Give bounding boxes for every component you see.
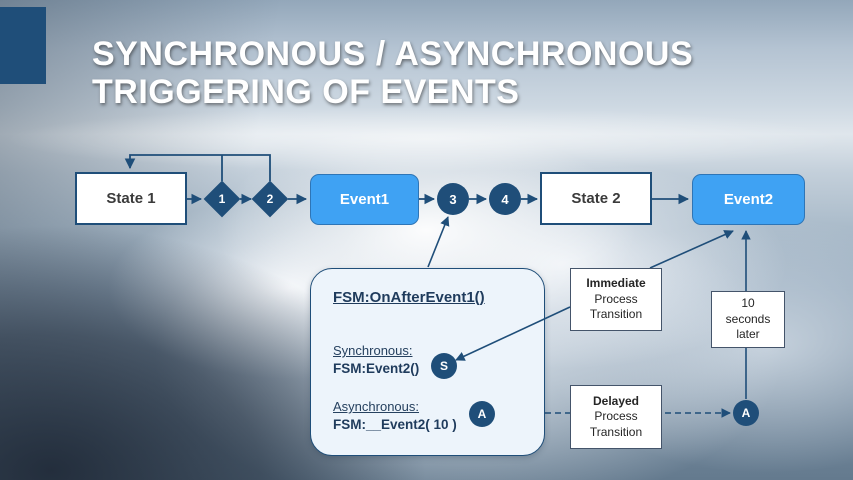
fsm-callout: FSM:OnAfterEvent1() Synchronous: FSM:Eve… xyxy=(310,268,545,456)
synchronous-badge: S xyxy=(431,353,457,379)
immediate-transition-box: Immediate Process Transition xyxy=(570,268,662,331)
event2-box: Event2 xyxy=(692,174,805,225)
flow-arrows xyxy=(124,154,751,418)
slide-title: SYNCHRONOUS / ASYNCHRONOUS TRIGGERING OF… xyxy=(92,35,812,111)
delayed-transition-box: Delayed Process Transition xyxy=(570,385,662,449)
state2-label: State 2 xyxy=(571,190,621,207)
circle-3-label: 3 xyxy=(449,191,457,207)
delay-line1: 10 xyxy=(741,296,755,311)
delayed-line2: Process xyxy=(594,409,638,424)
delayed-title: Delayed xyxy=(592,393,640,408)
state2-box: State 2 xyxy=(540,172,652,225)
event2-label: Event2 xyxy=(723,191,774,208)
title-line-2: TRIGGERING OF EVENTS xyxy=(92,73,520,111)
delay-line2: seconds xyxy=(725,311,771,326)
diamond-1-label: 1 xyxy=(218,192,226,206)
asynchronous-badge: A xyxy=(469,401,495,427)
synchronous-code: FSM:Event2() xyxy=(333,361,420,376)
step-circle-4: 4 xyxy=(489,183,521,215)
transition-diamond-2: 2 xyxy=(251,180,289,218)
event1-label: Event1 xyxy=(339,191,390,208)
diamond-2-label: 2 xyxy=(266,192,274,206)
asynchronous-label: Asynchronous: xyxy=(333,399,419,414)
title-line-1: SYNCHRONOUS / ASYNCHRONOUS xyxy=(92,35,694,73)
accent-bar xyxy=(0,7,46,84)
immediate-line3: Transition xyxy=(589,307,643,322)
asynchronous-code: FSM:__Event2( 10 ) xyxy=(333,417,457,432)
state1-box: State 1 xyxy=(75,172,187,225)
arrow-loopback-to-state1 xyxy=(124,154,271,181)
async-target-badge: A xyxy=(733,400,759,426)
event1-box: Event1 xyxy=(310,174,419,225)
step-circle-3: 3 xyxy=(437,183,469,215)
immediate-line2: Process xyxy=(594,291,638,306)
transition-diamond-1: 1 xyxy=(203,180,241,218)
delay-line3: later xyxy=(736,327,760,342)
delayed-line3: Transition xyxy=(589,424,643,439)
circle-4-label: 4 xyxy=(501,191,509,207)
synchronous-label: Synchronous: xyxy=(333,343,413,358)
fsm-callout-header: FSM:OnAfterEvent1() xyxy=(333,289,485,306)
ten-seconds-box: 10 seconds later xyxy=(711,291,785,348)
arrow-immediate-to-event2 xyxy=(649,230,734,269)
state1-label: State 1 xyxy=(106,190,156,207)
immediate-title: Immediate xyxy=(586,276,646,291)
arrow-callout-to-3 xyxy=(427,216,450,268)
